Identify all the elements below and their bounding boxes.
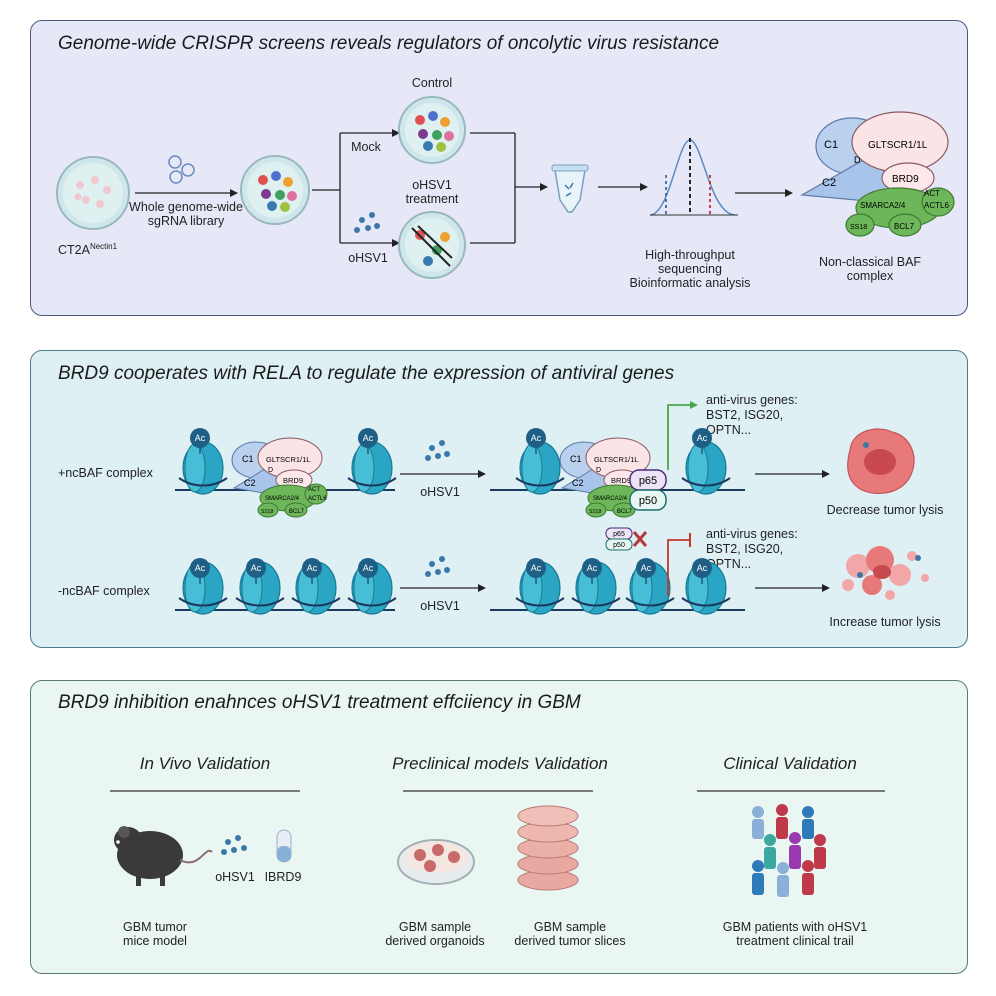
intact-tumor-cell-icon (847, 428, 915, 494)
decrease-lysis-label: Decrease tumor lysis (826, 503, 944, 517)
c1-text: C1 (824, 139, 838, 151)
c2-text: C2 (822, 177, 836, 189)
organoid-dish-icon (397, 839, 475, 885)
control-label: Control (411, 76, 453, 90)
brd9-text: BRD9 (892, 174, 919, 185)
svg-text:BRD9: BRD9 (611, 476, 631, 485)
svg-text:ACT: ACT (308, 487, 320, 493)
ohsv1-label-3: oHSV1 (215, 870, 255, 884)
lysed-tumor-cell-icon (842, 546, 929, 600)
svg-text:C1: C1 (242, 454, 254, 464)
panel2-title: BRD9 cooperates with RELA to regulate th… (58, 363, 675, 384)
ohsv1-virus-icon (221, 835, 247, 855)
ac-label: Ac (251, 563, 262, 573)
ibrd9-label: IBRD9 (264, 870, 302, 884)
ac-label: Ac (531, 433, 542, 443)
crispr-screen-panel (30, 20, 968, 316)
svg-text:SS18: SS18 (261, 509, 273, 515)
plus-ncbaf-label: +ncBAF complex (58, 466, 153, 480)
ohsv1-label: oHSV1 (348, 251, 388, 265)
mock-label: Mock (351, 140, 381, 154)
svg-text:GLTSCR1/1L: GLTSCR1/1L (594, 455, 638, 464)
ohsv1-arrow-label-2: oHSV1 (420, 599, 460, 613)
sample-tube-icon (551, 164, 589, 213)
panel3-title: BRD9 inhibition enahnces oHSV1 treatment… (58, 692, 581, 713)
svg-text:p50: p50 (639, 495, 657, 507)
ct2a-dish-icon (56, 156, 130, 230)
svg-text:C1: C1 (570, 454, 582, 464)
svg-text:ACTL6: ACTL6 (308, 496, 327, 502)
svg-text:SS18: SS18 (589, 509, 601, 515)
mouse-icon (114, 826, 213, 886)
increase-lysis-label: Increase tumor lysis (829, 615, 941, 629)
control-dish-icon (398, 96, 466, 164)
p65-p50-blocked-icon: p65 p50 (605, 527, 648, 551)
svg-text:D: D (596, 467, 601, 474)
ac-label: Ac (195, 563, 206, 573)
act-text: ACT (924, 189, 940, 198)
ac-label: Ac (363, 563, 374, 573)
minus-ncbaf-label: -ncBAF complex (58, 584, 150, 598)
activation-arrow-icon (667, 401, 698, 470)
ac-label: Ac (363, 433, 374, 443)
actl6-text: ACTL6 (924, 201, 949, 210)
svg-text:D: D (268, 467, 273, 474)
cell-line-label: CT2ANectin1 (58, 242, 118, 258)
antivirus-genes-label-2: anti-virus genes:BST2, ISG20,OPTN... (706, 527, 798, 571)
svg-text:p50: p50 (613, 542, 625, 549)
panel1-title: Genome-wide CRISPR screens reveals regul… (58, 33, 720, 54)
svg-text:SMARCA2/4: SMARCA2/4 (265, 496, 300, 502)
p65-p50-icon: p65 p50 (629, 469, 667, 511)
sgrna-library-icon (168, 155, 195, 184)
ac-label: Ac (697, 563, 708, 573)
ibrd9-vial-icon (276, 829, 292, 863)
ac-label: Ac (307, 563, 318, 573)
ac-label: Ac (587, 563, 598, 573)
ac-label: Ac (531, 563, 542, 573)
clinical-title: Clinical Validation (723, 754, 857, 773)
d-text: D (854, 155, 861, 165)
gltscr-text: GLTSCR1/1L (868, 140, 928, 151)
ohsv1-virus-icon (354, 212, 380, 233)
preclinical-title: Preclinical models Validation (392, 754, 608, 773)
ac-label: Ac (697, 433, 708, 443)
svg-text:BCL7: BCL7 (617, 509, 633, 515)
svg-text:C2: C2 (244, 478, 256, 488)
svg-text:C2: C2 (572, 478, 584, 488)
svg-text:BCL7: BCL7 (289, 509, 305, 515)
ncbaf-complex-icon: C1 C2 D GLTSCR1/1L BRD9 SMARCA2/4 ACT AC… (231, 437, 328, 518)
svg-text:p65: p65 (613, 531, 625, 538)
svg-text:SMARCA2/4: SMARCA2/4 (593, 496, 628, 502)
svg-text:BRD9: BRD9 (283, 476, 303, 485)
distribution-plot-icon (649, 138, 738, 216)
smarca-text: SMARCA2/4 (860, 201, 906, 210)
ac-label: Ac (641, 563, 652, 573)
svg-text:p65: p65 (639, 475, 657, 487)
ac-label: Ac (195, 433, 206, 443)
treatment-dish-icon (398, 211, 466, 279)
repression-bar-icon (667, 533, 691, 596)
svg-text:GLTSCR1/1L: GLTSCR1/1L (266, 455, 310, 464)
tumor-slices-icon (517, 805, 579, 891)
library-dish-icon (240, 155, 310, 225)
ss18-text: SS18 (850, 224, 867, 231)
antivirus-genes-label-1: anti-virus genes:BST2, ISG20,OPTN... (706, 393, 798, 437)
bcl7-text: BCL7 (894, 222, 915, 231)
ohsv1-arrow-label-1: oHSV1 (420, 485, 460, 499)
in-vivo-title: In Vivo Validation (139, 754, 271, 773)
patients-group-icon (752, 804, 826, 897)
